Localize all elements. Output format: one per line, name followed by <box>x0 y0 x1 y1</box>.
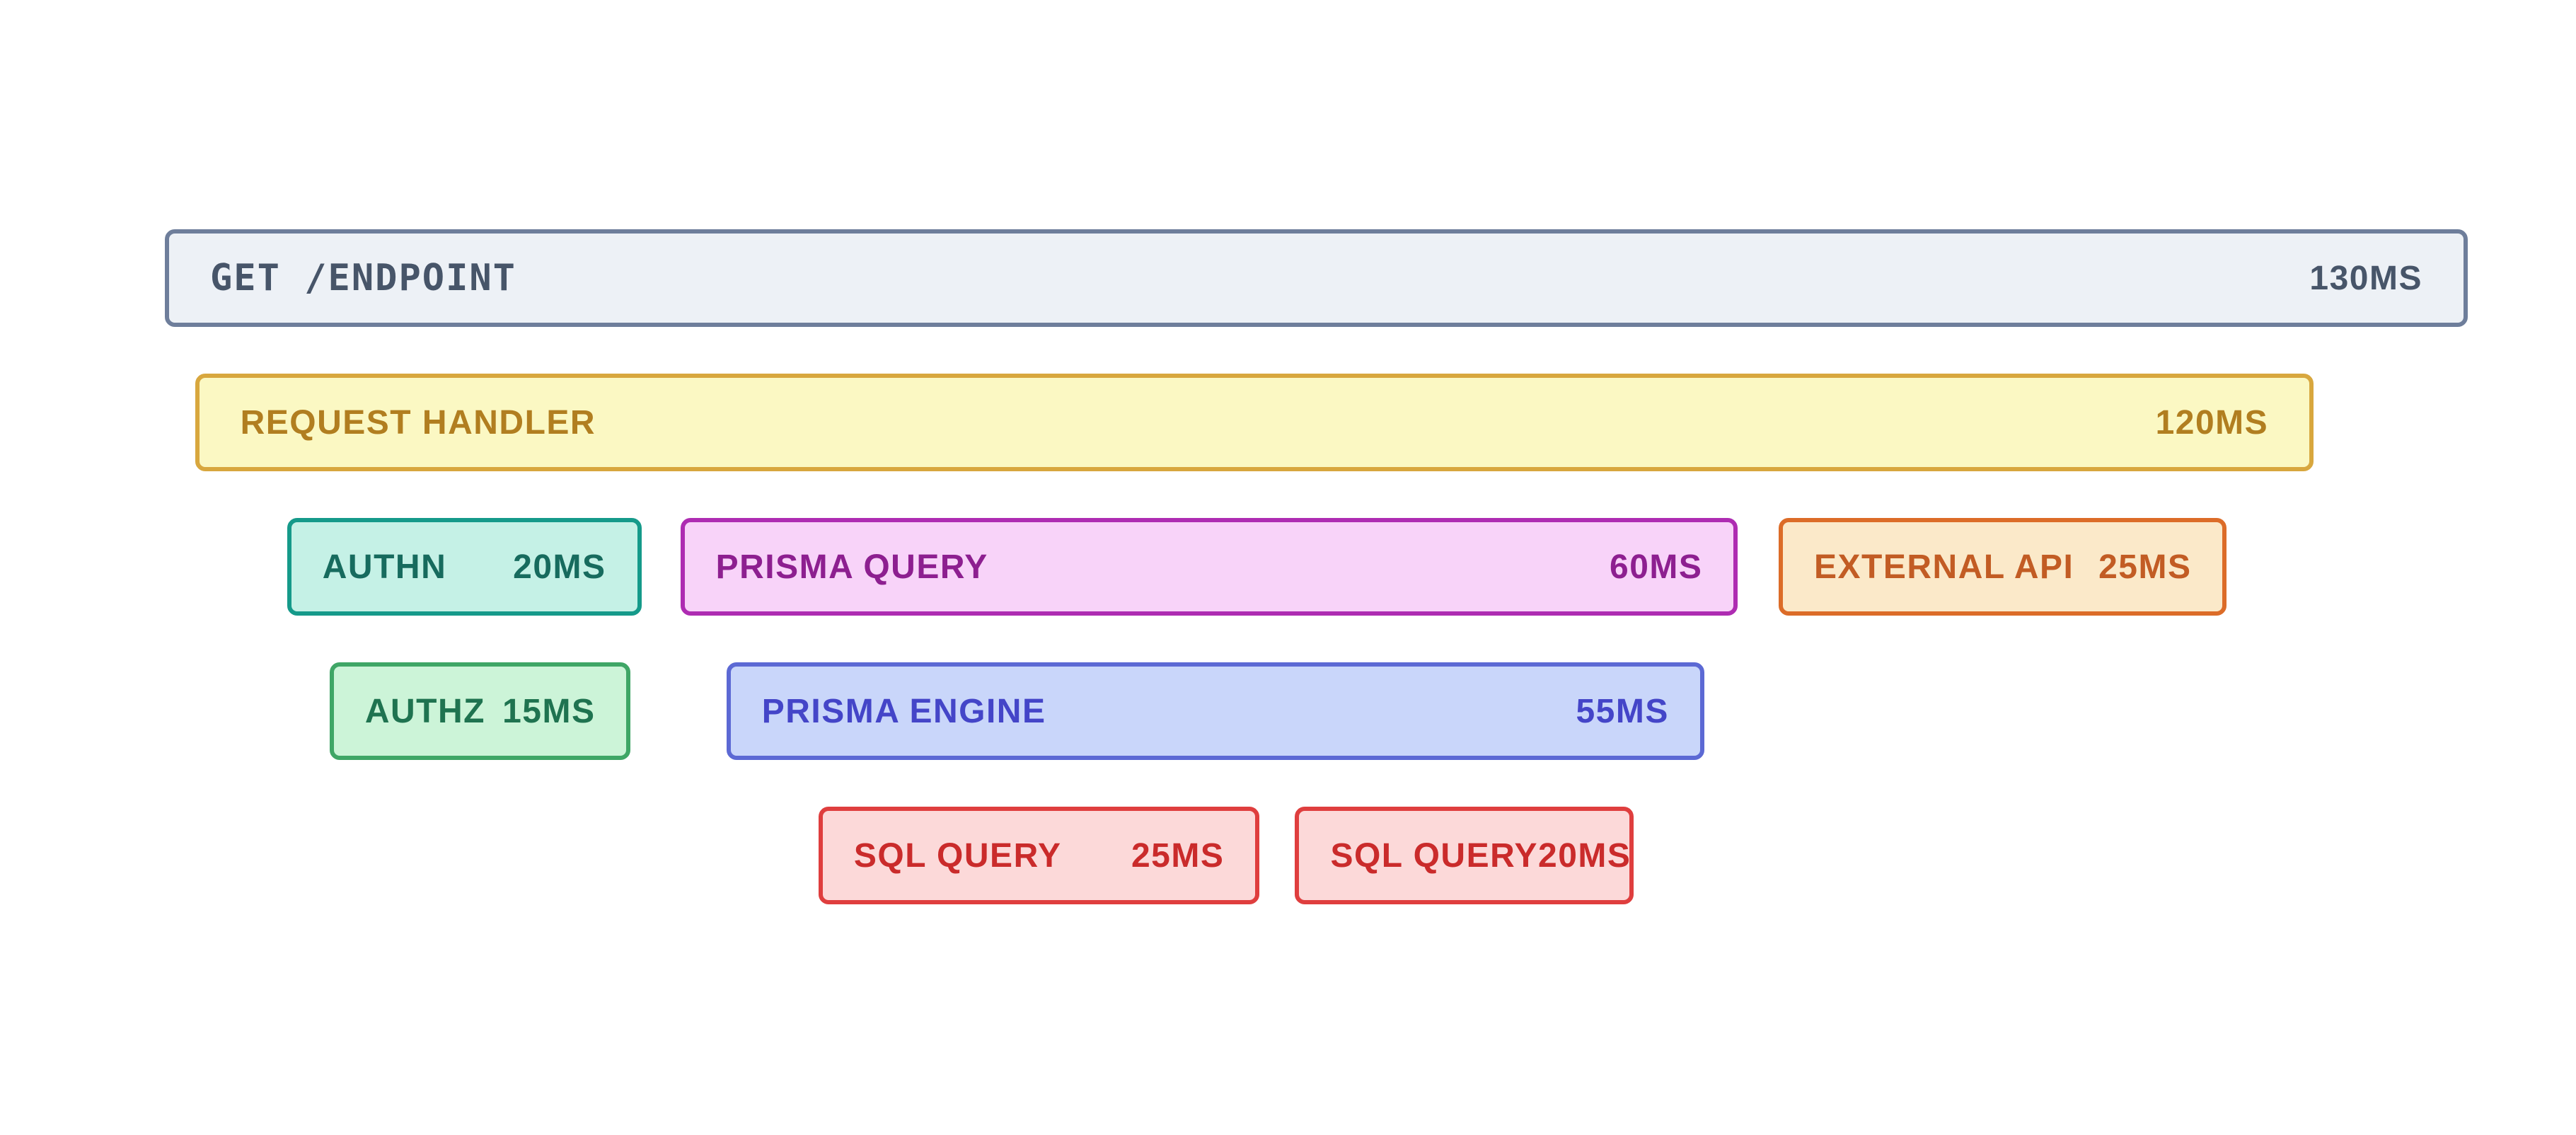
span-label: PRISMA QUERY <box>715 548 988 586</box>
span-label: REQUEST HANDLER <box>240 403 596 442</box>
span-label: GET /ENDPOINT <box>210 257 516 299</box>
span-label: SQL QUERY <box>853 836 1062 875</box>
span-duration: 130MS <box>2309 259 2422 297</box>
span-prisma-query: PRISMA QUERY 60MS <box>680 518 1738 616</box>
span-duration: 55MS <box>1576 692 1669 730</box>
span-authn: AUTHN 20MS <box>287 518 642 616</box>
span-label: PRISMA ENGINE <box>761 692 1046 730</box>
trace-row: AUTHN 20MS PRISMA QUERY 60MS EXTERNAL API 25M… <box>165 518 2468 616</box>
span-duration: 20MS <box>1538 836 1631 875</box>
span-authz: AUTHZ 15MS <box>329 662 631 760</box>
span-label: EXTERNAL API <box>1814 548 2074 586</box>
span-duration: 120MS <box>2155 403 2269 442</box>
span-sql-query-1: SQL QUERY 25MS <box>818 807 1260 904</box>
trace-row: GET /ENDPOINT 130MS <box>165 229 2468 327</box>
trace-row: REQUEST HANDLER 120MS <box>165 374 2468 471</box>
span-prisma-engine: PRISMA ENGINE 55MS <box>726 662 1704 760</box>
span-external-api: EXTERNAL API 25MS <box>1779 518 2227 616</box>
span-label: AUTHZ <box>364 692 485 730</box>
span-duration: 60MS <box>1610 548 1703 586</box>
span-label: SQL QUERY <box>1330 836 1539 875</box>
span-duration: 25MS <box>2098 548 2192 586</box>
span-duration: 15MS <box>502 692 596 730</box>
span-label: AUTHN <box>322 548 447 586</box>
trace-waterfall: GET /ENDPOINT 130MS REQUEST HANDLER 120MS AU… <box>165 229 2468 951</box>
span-duration: 25MS <box>1131 836 1225 875</box>
span-request-handler: REQUEST HANDLER 120MS <box>195 374 2314 471</box>
span-duration: 20MS <box>513 548 606 586</box>
trace-row: AUTHZ 15MS PRISMA ENGINE 55MS <box>165 662 2468 760</box>
span-root: GET /ENDPOINT 130MS <box>165 229 2468 327</box>
